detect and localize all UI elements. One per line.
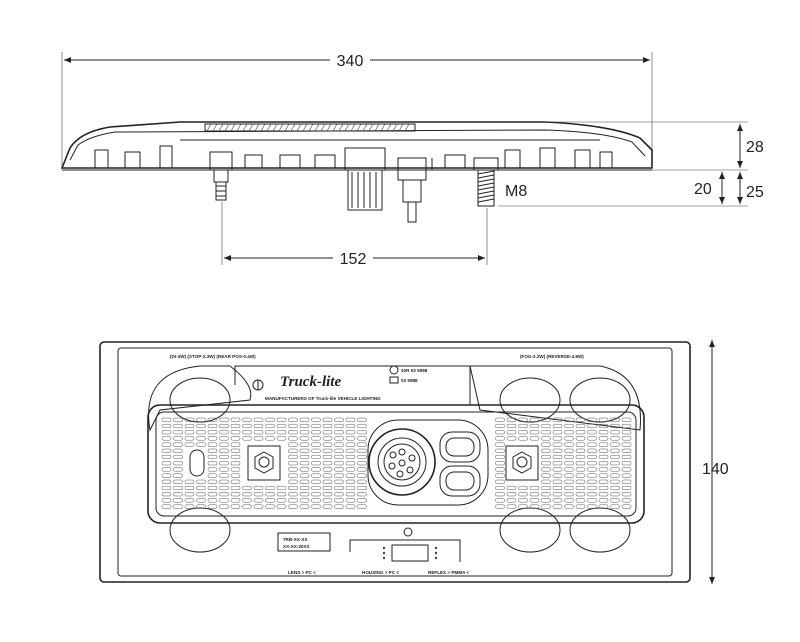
mount-recesses	[169, 377, 631, 553]
connector-assembly	[344, 147, 440, 223]
part-number-2: XX-XX-20XX	[283, 544, 310, 549]
mount-spacing-label: 152	[340, 251, 367, 268]
function-label-left: (DI-3W) (STOP-2.3W) (REAR POS-0.4W)	[170, 354, 256, 359]
approval-mark-1: 10R 03 5988	[401, 368, 428, 373]
rear-height-label: 140	[702, 461, 729, 478]
drain-slot	[189, 449, 205, 477]
approval-mark-2: 03 5988	[401, 378, 418, 383]
material-housing: HOUSING > PC <	[362, 570, 399, 575]
left-mount-stud	[209, 151, 233, 201]
manufacturer-line: MANUFACTURERS OF Truck-lite VEHICLE LIGH…	[265, 396, 381, 401]
height-top-label: 28	[746, 139, 764, 156]
function-label-right: (FOG-2.2W) (REVERSE-4.8W)	[520, 354, 584, 359]
part-number-plate	[277, 532, 331, 552]
overall-width-label: 340	[337, 53, 364, 70]
height-stud-label: 20	[694, 181, 712, 198]
side-view: 340	[60, 50, 764, 268]
vent-membrane	[391, 544, 429, 562]
reflector-cells	[161, 417, 632, 509]
brand-logo: Truck-lite	[280, 374, 341, 390]
rear-view: Truck-lite MANUFACTURERS OF Truck-lite V…	[99, 340, 729, 584]
housing-outline	[99, 341, 691, 583]
material-lens: LENS > PC <	[288, 570, 316, 575]
lamp-body-profile	[60, 121, 653, 169]
reflector-grid-panel	[147, 404, 645, 524]
central-connector	[367, 419, 489, 506]
height-lower-label: 25	[746, 184, 764, 201]
thread-label: M8	[505, 183, 527, 200]
material-reflex: REFLEX > PMMA <	[428, 570, 469, 575]
right-mount-bolt	[505, 445, 539, 481]
right-m8-stud	[473, 157, 499, 207]
part-number-1: 7RB-XX-XX	[283, 537, 308, 542]
left-mount-bolt	[247, 445, 281, 481]
